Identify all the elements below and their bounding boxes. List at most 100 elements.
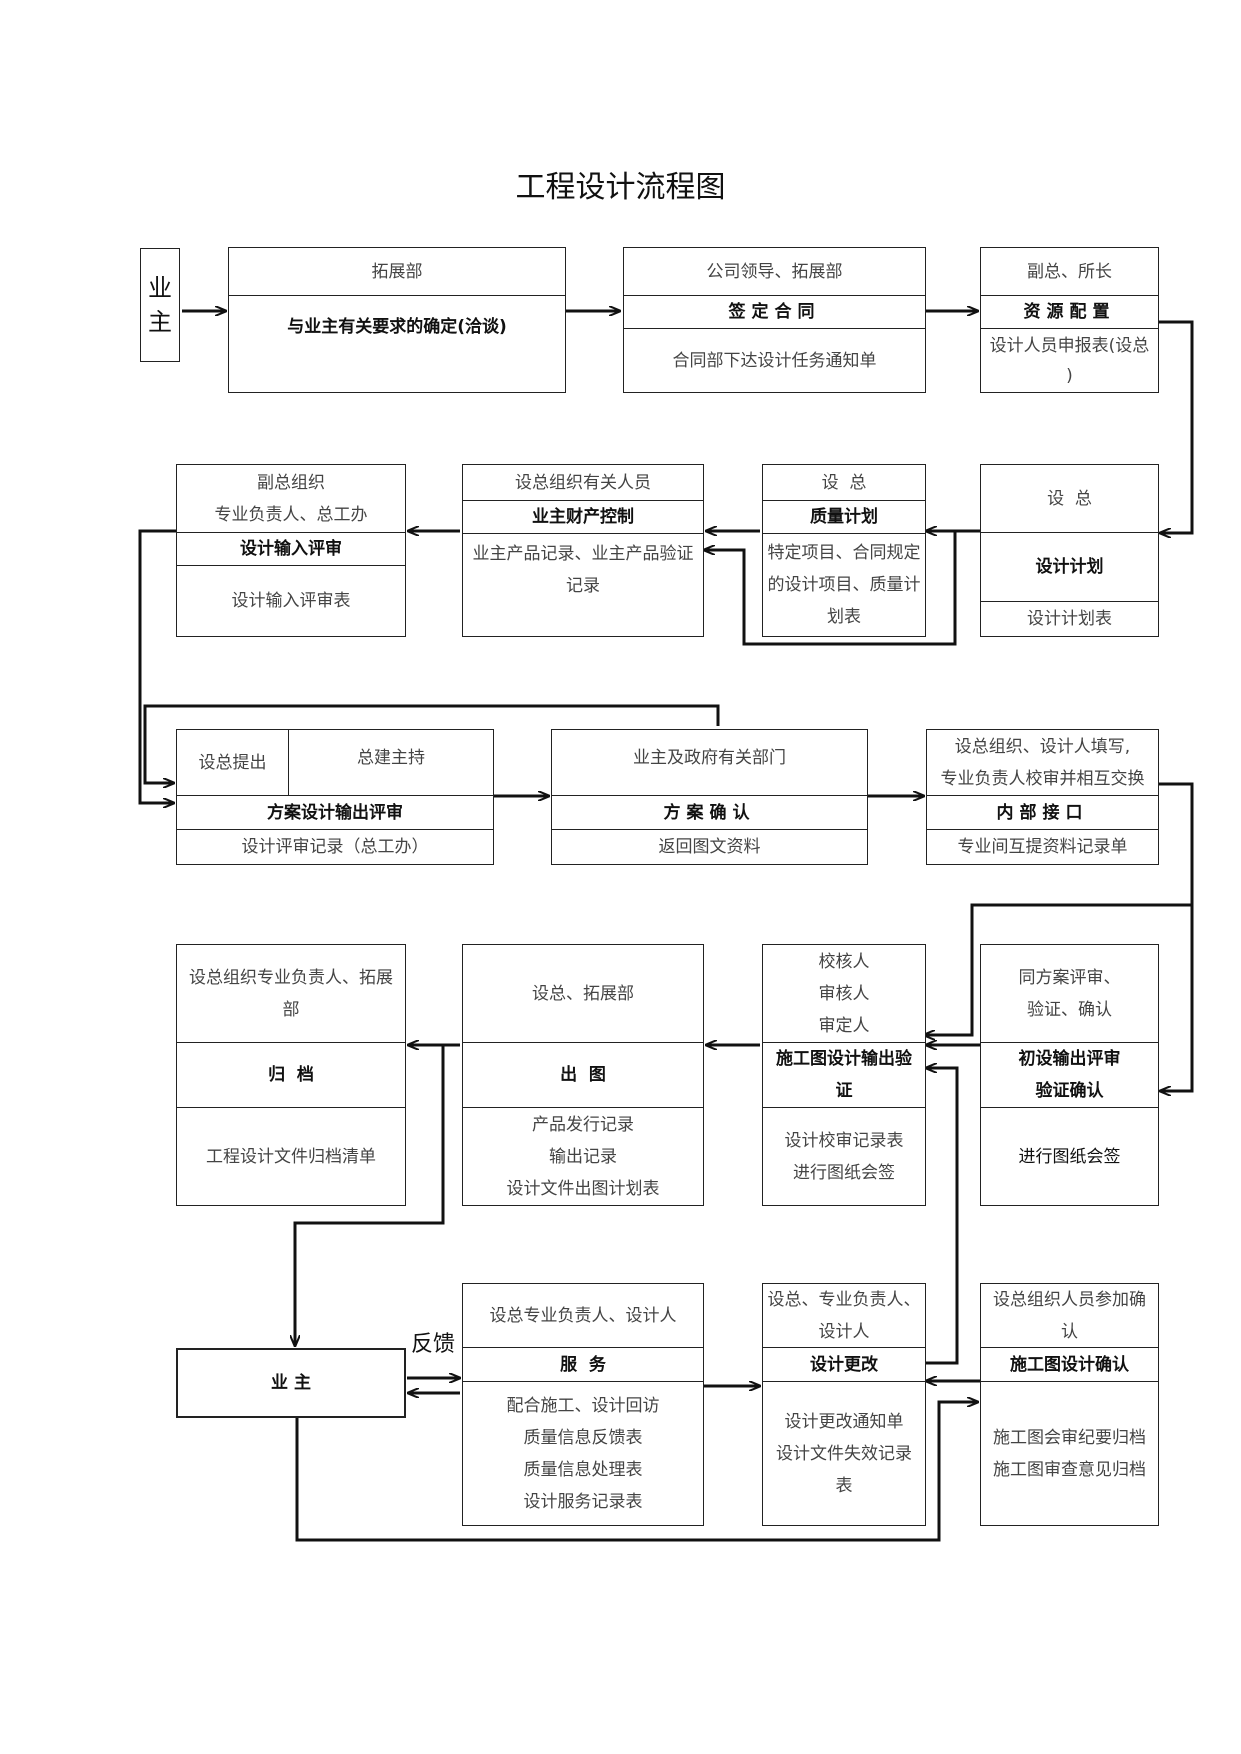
property-control-record-line1: 业主产品记录、业主产品验证 xyxy=(472,544,694,564)
scheme-review-box: 设总提出 总建主持 方案设计输出评审 设计评审记录（总工办） xyxy=(176,729,494,865)
property-control-record: 业主产品记录、业主产品验证 记录 xyxy=(463,534,703,606)
quality-plan-title: 质量计划 xyxy=(763,500,925,534)
arrow-resources-to-design-plan xyxy=(1158,320,1194,533)
drawing-output-record: 产品发行记录 输出记录 设计文件出图计划表 xyxy=(463,1108,703,1205)
design-change-dept-line2: 设计人 xyxy=(818,1322,870,1342)
owner-title: 业 主 xyxy=(271,1372,311,1393)
property-control-box: 设总组织有关人员 业主财产控制 业主产品记录、业主产品验证 记录 xyxy=(462,464,704,637)
preliminary-review-record: 进行图纸会签 xyxy=(1018,1146,1121,1167)
service-dept: 设总专业负责人、设计人 xyxy=(489,1306,677,1326)
service-record-line1: 配合施工、设计回访 xyxy=(506,1395,660,1416)
archive-title: 归 档 xyxy=(177,1042,405,1108)
construction-verification-signer1: 校核人 xyxy=(818,952,870,972)
owner-box: 业 主 xyxy=(176,1348,406,1418)
negotiation-box: 拓展部 与业主有关要求的确定(洽谈) xyxy=(228,247,566,393)
contract-record: 合同部下达设计任务通知单 xyxy=(672,351,877,371)
design-change-box: 设总、专业负责人、 设计人 设计更改 设计更改通知单 设计文件失效记录 表 xyxy=(762,1283,926,1526)
contract-dept: 公司领导、拓展部 xyxy=(706,262,843,282)
resources-record-line2: ) xyxy=(1066,366,1073,386)
input-review-dept-line2: 专业负责人、总工办 xyxy=(214,505,368,525)
design-plan-dept: 设 总 xyxy=(1047,489,1092,509)
resources-record-line1: 设计人员申报表(设总 xyxy=(989,336,1150,356)
archive-record: 工程设计文件归档清单 xyxy=(206,1146,376,1167)
input-review-title: 设计输入评审 xyxy=(177,532,405,566)
internal-interface-box: 设总组织、设计人填写, 专业负责人校审并相互交换 内部接口 专业间互提资料记录单 xyxy=(926,729,1159,865)
construction-confirm-dept-line1: 设总组织人员参加确 xyxy=(993,1290,1146,1310)
property-control-record-line2: 记录 xyxy=(566,576,600,596)
drawing-output-record-line3: 设计文件出图计划表 xyxy=(506,1178,660,1199)
resources-record: 设计人员申报表(设总 ) xyxy=(981,329,1158,393)
internal-interface-dept-line1: 设总组织、设计人填写, xyxy=(954,737,1131,757)
owner-vertical-box: 业主 xyxy=(140,248,180,362)
owner-vertical-label: 业主 xyxy=(148,274,172,336)
preliminary-review-title-line2: 验证确认 xyxy=(1035,1081,1104,1101)
construction-verification-title-line2: 证 xyxy=(835,1081,853,1101)
negotiation-dept: 拓展部 xyxy=(371,262,423,282)
construction-confirm-box: 设总组织人员参加确 认 施工图设计确认 施工图会审纪要归档 施工图审查意见归档 xyxy=(980,1283,1159,1526)
design-plan-record: 设计计划表 xyxy=(1027,609,1112,629)
construction-verification-title: 施工图设计输出验 证 xyxy=(763,1042,925,1108)
design-change-record-line2: 设计文件失效记录 xyxy=(776,1443,912,1464)
contract-box: 公司领导、拓展部 签定合同 合同部下达设计任务通知单 xyxy=(623,247,926,393)
preliminary-review-note: 同方案评审、 验证、确认 xyxy=(981,945,1158,1043)
quality-plan-record-line2: 的设计项目、质量计 xyxy=(767,575,921,595)
internal-interface-dept-line2: 专业负责人校审并相互交换 xyxy=(940,769,1145,789)
service-record-line4: 设计服务记录表 xyxy=(523,1491,643,1512)
design-change-dept: 设总、专业负责人、 设计人 xyxy=(763,1284,925,1348)
internal-interface-title: 内部接口 xyxy=(927,795,1158,830)
preliminary-review-note-line2: 验证、确认 xyxy=(1027,1000,1112,1020)
preliminary-review-title-line1: 初设输出评审 xyxy=(1018,1049,1121,1069)
construction-verification-signer2: 审核人 xyxy=(818,984,870,1004)
scheme-confirm-record: 返回图文资料 xyxy=(658,837,761,857)
archive-dept-line2: 部 xyxy=(282,1000,300,1020)
construction-verification-record-line2: 进行图纸会签 xyxy=(793,1162,895,1183)
arrow-plan-loop-to-property xyxy=(704,531,957,646)
design-plan-box: 设 总 设计计划 设计计划表 xyxy=(980,464,1159,637)
service-record: 配合施工、设计回访 质量信息反馈表 质量信息处理表 设计服务记录表 xyxy=(463,1382,703,1525)
drawing-output-dept: 设总、拓展部 xyxy=(532,984,634,1004)
resources-box: 副总、所长 资源配置 设计人员申报表(设总 ) xyxy=(980,247,1159,393)
construction-confirm-record-line2: 施工图审查意见归档 xyxy=(993,1459,1146,1480)
resources-dept: 副总、所长 xyxy=(1027,262,1112,282)
construction-confirm-dept: 设总组织人员参加确 认 xyxy=(981,1284,1158,1348)
service-box: 设总专业负责人、设计人 服 务 配合施工、设计回访 质量信息反馈表 质量信息处理… xyxy=(462,1283,704,1526)
negotiation-title: 与业主有关要求的确定(洽谈) xyxy=(229,295,565,357)
drawing-output-title: 出 图 xyxy=(463,1042,703,1108)
service-record-line2: 质量信息反馈表 xyxy=(523,1427,643,1448)
construction-verification-record: 设计校审记录表 进行图纸会签 xyxy=(763,1108,925,1205)
quality-plan-box: 设 总 质量计划 特定项目、合同规定 的设计项目、质量计 划表 xyxy=(762,464,926,637)
input-review-record: 设计输入评审表 xyxy=(231,591,351,611)
design-change-record: 设计更改通知单 设计文件失效记录 表 xyxy=(763,1382,925,1525)
construction-verification-signers: 校核人 审核人 审定人 xyxy=(763,945,925,1043)
drawing-output-record-line2: 输出记录 xyxy=(549,1146,617,1167)
preliminary-review-note-line1: 同方案评审、 xyxy=(1018,968,1121,988)
construction-verification-signer3: 审定人 xyxy=(818,1016,870,1036)
property-control-dept: 设总组织有关人员 xyxy=(515,473,651,493)
quality-plan-dept: 设 总 xyxy=(821,473,867,493)
service-record-line3: 质量信息处理表 xyxy=(523,1459,643,1480)
scheme-review-host: 总建主持 xyxy=(357,748,425,768)
scheme-review-proposer: 设总提出 xyxy=(177,730,289,796)
quality-plan-record: 特定项目、合同规定 的设计项目、质量计 划表 xyxy=(763,534,925,636)
archive-dept-line1: 设总组织专业负责人、拓展 xyxy=(189,968,393,988)
arrow-archive-to-owner xyxy=(295,1045,445,1346)
contract-title: 签定合同 xyxy=(624,295,925,329)
design-change-record-line1: 设计更改通知单 xyxy=(784,1411,904,1432)
input-review-box: 副总组织 专业负责人、总工办 设计输入评审 设计输入评审表 xyxy=(176,464,406,637)
resources-title: 资源配置 xyxy=(981,295,1158,329)
scheme-confirm-dept: 业主及政府有关部门 xyxy=(633,748,786,768)
scheme-confirm-box: 业主及政府有关部门 方案确认 返回图文资料 xyxy=(551,729,868,865)
construction-confirm-title: 施工图设计确认 xyxy=(981,1347,1158,1382)
scheme-confirm-title: 方案确认 xyxy=(552,795,867,830)
construction-verification-record-line1: 设计校审记录表 xyxy=(784,1130,904,1151)
internal-interface-dept: 设总组织、设计人填写, 专业负责人校审并相互交换 xyxy=(927,730,1158,796)
drawing-output-record-line1: 产品发行记录 xyxy=(532,1114,634,1135)
arrow-input-review-to-scheme-review xyxy=(138,529,176,803)
construction-verification-title-line1: 施工图设计输出验 xyxy=(776,1049,912,1069)
arrow-interface-to-verification xyxy=(924,903,1192,1035)
design-change-dept-line1: 设总、专业负责人、 xyxy=(767,1290,921,1310)
archive-box: 设总组织专业负责人、拓展 部 归 档 工程设计文件归档清单 xyxy=(176,944,406,1206)
input-review-dept-line1: 副总组织 xyxy=(257,473,325,493)
quality-plan-record-line3: 划表 xyxy=(827,607,861,627)
